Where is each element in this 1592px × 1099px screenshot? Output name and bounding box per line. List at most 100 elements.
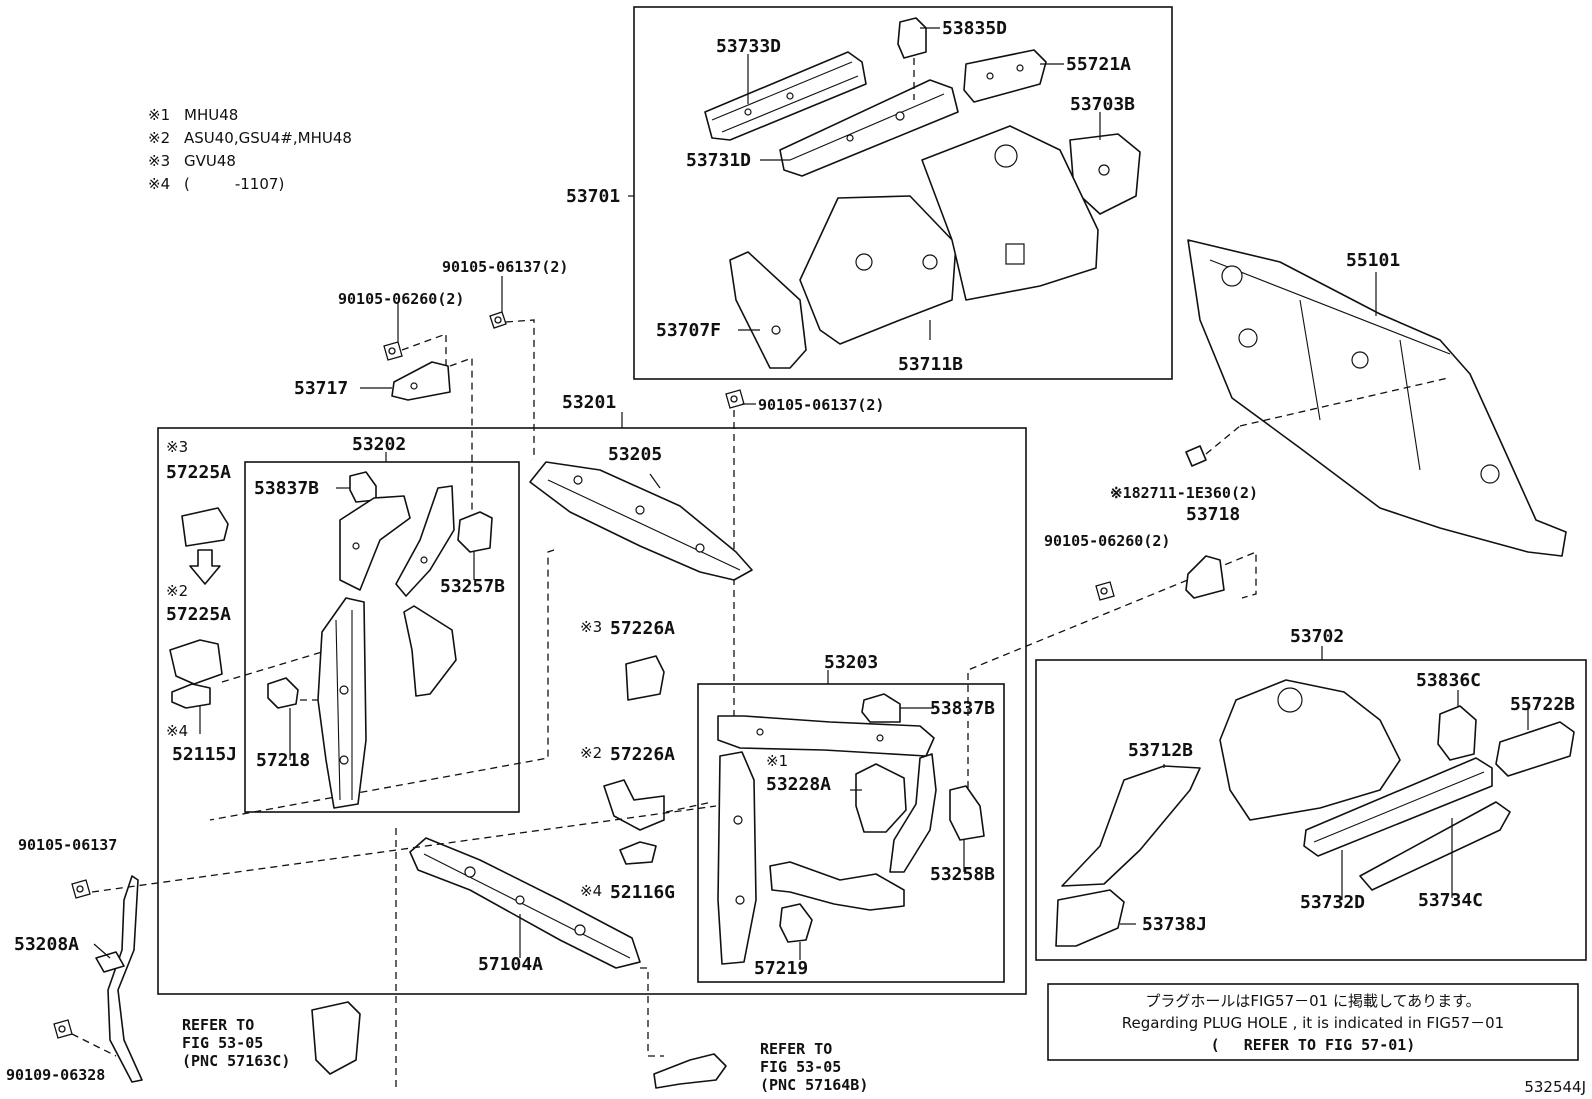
label-55722B[interactable]: 55722B [1510,694,1575,715]
label-53837B-a[interactable]: 53837B [254,478,319,499]
label-53201[interactable]: 53201 [562,392,616,413]
mark-1: ※1 [766,752,788,770]
part-53258B-bracket [949,785,985,841]
part-57225A-plate-b [169,639,223,685]
label-57225A-a[interactable]: 57225A [166,462,231,483]
label-90105-06137-2-b[interactable]: 90105-06137(2) [758,396,884,414]
group-box-53202 [244,461,520,813]
label-53703B[interactable]: 53703B [1070,94,1135,115]
info-line-1: プラグホールはFIG57－01 に掲載してあります。 [1145,992,1480,1010]
label-53257B[interactable]: 53257B [440,576,505,597]
note-1-mark: ※1 [148,106,170,124]
leader-dashed [1205,425,1241,455]
label-53711B[interactable]: 53711B [898,354,963,375]
part-53718-bracket [1185,555,1225,599]
label-53738J[interactable]: 53738J [1142,914,1207,935]
label-57226A-a[interactable]: 57226A [610,618,675,639]
label-57218[interactable]: 57218 [256,750,310,771]
mark-2-b: ※2 [580,744,602,762]
arrow-down-icon [189,549,221,585]
part-53702-apron [1219,679,1401,821]
part-53837B-bracket-a [349,471,377,503]
label-53228A[interactable]: 53228A [766,774,831,795]
label-53707F[interactable]: 53707F [656,320,721,341]
part-57218-brace [267,677,299,709]
label-57104A[interactable]: 57104A [478,954,543,975]
refer-mid-line1[interactable]: REFER TO [760,1040,832,1058]
label-53203[interactable]: 53203 [824,652,878,673]
part-57219-brace [779,903,813,943]
label-52116G[interactable]: 52116G [610,882,675,903]
part-57226A-plate-a [625,655,665,701]
label-90105-06260-2-b[interactable]: 90105-06260(2) [1044,532,1170,550]
part-53205-upper-support [529,461,753,581]
label-55721A[interactable]: 55721A [1066,54,1131,75]
label-53732D[interactable]: 53732D [1300,892,1365,913]
label-90105-06137-c[interactable]: 90105-06137 [18,836,117,854]
info-box [1047,983,1579,1061]
info-box-text: プラグホールはFIG57－01 に掲載してあります。 Regarding PLU… [1122,992,1504,1054]
info-line-3[interactable]: ( REFER TO FIG 57-01) [1211,1036,1416,1054]
group-box-53701 [633,6,1173,380]
label-53712B[interactable]: 53712B [1128,740,1193,761]
part-53717-bracket [391,361,451,401]
label-57225A-b[interactable]: 57225A [166,604,231,625]
label-53733D[interactable]: 53733D [716,36,781,57]
label-53717[interactable]: 53717 [294,378,348,399]
part-53203-lower-brace [769,861,905,911]
label-90105-06260-2-a[interactable]: 90105-06260(2) [338,290,464,308]
label-53835D[interactable]: 53835D [942,18,1007,39]
label-53734C[interactable]: 53734C [1418,890,1483,911]
leader-lines [93,27,1529,960]
part-53208A-bracket [95,875,143,1083]
note-4-mark: ※4 [148,175,170,193]
mark-4-a: ※4 [166,722,188,740]
part-53707F-panel [729,251,807,369]
label-53837B-b[interactable]: 53837B [930,698,995,719]
part-53703B-bracket [1069,133,1141,215]
label-53205[interactable]: 53205 [608,444,662,465]
note-4-text: ( -1107) [184,175,284,193]
part-52116G-bracket [619,841,657,865]
note-2-mark: ※2 [148,129,170,147]
part-82711-clip [1185,445,1207,467]
note-1-text: MHU48 [184,106,238,124]
part-53733D-rail [704,51,867,141]
label-53208A[interactable]: 53208A [14,934,79,955]
mark-4-b: ※4 [580,882,602,900]
part-53711B-apron [799,125,1099,345]
label-52115J[interactable]: 52115J [172,744,237,765]
part-55101-dash-panel [1187,239,1567,557]
part-55721A-bracket [963,49,1047,103]
refer-left-line2[interactable]: FIG 53-05 [182,1034,263,1052]
label-57219[interactable]: 57219 [754,958,808,979]
bolt-90109-06328 [53,1019,73,1039]
label-90105-06137-2-a[interactable]: 90105-06137(2) [442,258,568,276]
leader-dashed [221,651,323,683]
label-90109-06328[interactable]: 90109-06328 [6,1066,105,1084]
label-53702[interactable]: 53702 [1290,626,1344,647]
part-57225A-plate-a [181,507,229,547]
label-53731D[interactable]: 53731D [686,150,751,171]
label-55101[interactable]: 55101 [1346,250,1400,271]
part-53835D-bracket [897,17,927,59]
label-82711-1E360[interactable]: ※182711-1E360(2) [1110,484,1258,502]
label-53836C[interactable]: 53836C [1416,670,1481,691]
note-3-text: GVU48 [184,152,236,170]
label-53701[interactable]: 53701 [566,186,620,207]
part-number-labels: 53733D 53835D 55721A 53703B 53731D 53701… [6,18,1575,1084]
label-57226A-b[interactable]: 57226A [610,744,675,765]
part-53734C-rail [1359,801,1511,891]
leader-dashed [209,549,555,821]
refer-mid-line3[interactable]: (PNC 57164B) [760,1076,868,1094]
refer-left-line3[interactable]: (PNC 57163C) [182,1052,290,1070]
refer-left-line1[interactable]: REFER TO [182,1016,254,1034]
label-53718[interactable]: 53718 [1186,504,1240,525]
mark-3-b: ※3 [580,618,602,636]
refer-mid-line2[interactable]: FIG 53-05 [760,1058,841,1076]
label-53202[interactable]: 53202 [352,434,406,455]
part-53731D-rail [779,79,959,177]
label-53258B[interactable]: 53258B [930,864,995,885]
note-3-mark: ※3 [148,152,170,170]
